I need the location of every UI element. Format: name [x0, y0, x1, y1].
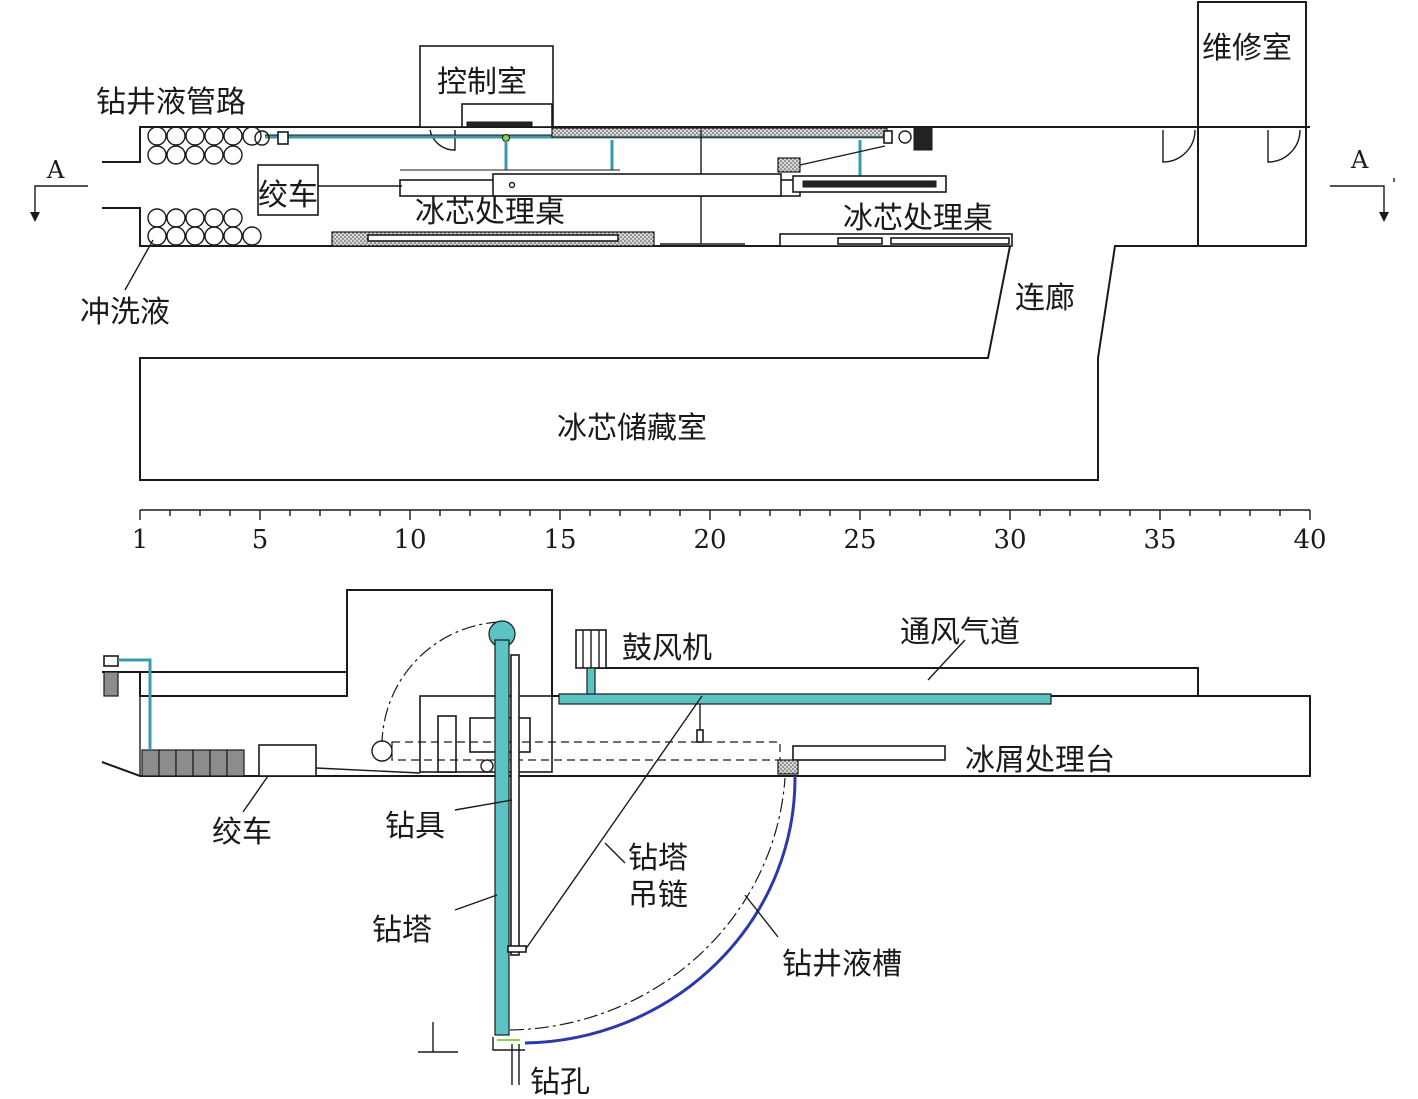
scale-tick-label: 5 [252, 525, 269, 555]
chip-table-shape [792, 745, 946, 761]
wash-drums [147, 208, 262, 246]
fluid-trough-label: 钻井液槽 [782, 947, 902, 982]
drill-tower-label: 钻塔 [372, 913, 432, 948]
scale-tick-label: 30 [993, 525, 1026, 555]
air-duct-shape [558, 693, 1052, 705]
drill-tool-shape [510, 654, 520, 956]
fluid-pipeline-label: 钻井液管路 [96, 85, 246, 120]
section-view: 鼓风机 通风气道 冰屑处理台 绞车 钻具 钻塔 钻塔 吊链 钻井液槽 钻孔 [101, 589, 1311, 1099]
chip-table-label: 冰屑处理台 [965, 743, 1115, 778]
scale-tick-label: 25 [843, 525, 876, 555]
drill-tool-label: 钻具 [385, 809, 445, 844]
winch-label-plan: 绞车 [258, 178, 318, 213]
section-building-outline [102, 589, 1311, 777]
winch-box-plan [257, 164, 319, 216]
plan-view: 钻井液管路 冲洗液 控制室 绞车 冰芯处理桌 冰芯处理桌 维修室 连廊 冰芯储藏… [30, 1, 1395, 481]
fluid-trough-shape [524, 775, 797, 1045]
tower-chain-label-line1: 钻塔 [628, 841, 688, 876]
scale-ticks [139, 510, 1311, 520]
borehole-label: 钻孔 [530, 1065, 590, 1099]
winch-box-section [258, 744, 317, 777]
scale-tick-label: 1 [132, 525, 149, 555]
scale-tick-label: 35 [1143, 525, 1176, 555]
scale-tick-label: 10 [393, 525, 426, 555]
drill-tower-shape [494, 639, 510, 1036]
fluid-drums-top [147, 126, 262, 165]
corridor-outline [139, 245, 1198, 481]
control-room-label: 控制室 [437, 65, 527, 100]
air-duct-label: 通风气道 [900, 615, 1020, 650]
repair-room-outline [1197, 1, 1307, 247]
corridor-label: 连廊 [1015, 281, 1075, 316]
core-table-2-label: 冰芯处理桌 [843, 201, 993, 236]
core-storage-label: 冰芯储藏室 [557, 411, 707, 446]
core-table-1-label: 冰芯处理桌 [415, 195, 565, 230]
scale-tick-label: 40 [1293, 525, 1326, 555]
repair-room-label: 维修室 [1202, 31, 1292, 66]
door-icon [1162, 129, 1196, 163]
scale-tick-label: 15 [543, 525, 576, 555]
door-icon [429, 129, 456, 151]
tower-chain-label-line2: 吊链 [628, 878, 688, 913]
winch-label-section: 绞车 [212, 815, 272, 850]
fluid-drums-section [141, 749, 245, 777]
wash-fluid-label: 冲洗液 [80, 295, 170, 330]
section-mark-left: A [46, 156, 65, 184]
section-mark-right: A [1350, 146, 1369, 174]
blower-label: 鼓风机 [622, 631, 712, 666]
scale-tick-label: 20 [693, 525, 726, 555]
door-icon [1267, 129, 1301, 163]
